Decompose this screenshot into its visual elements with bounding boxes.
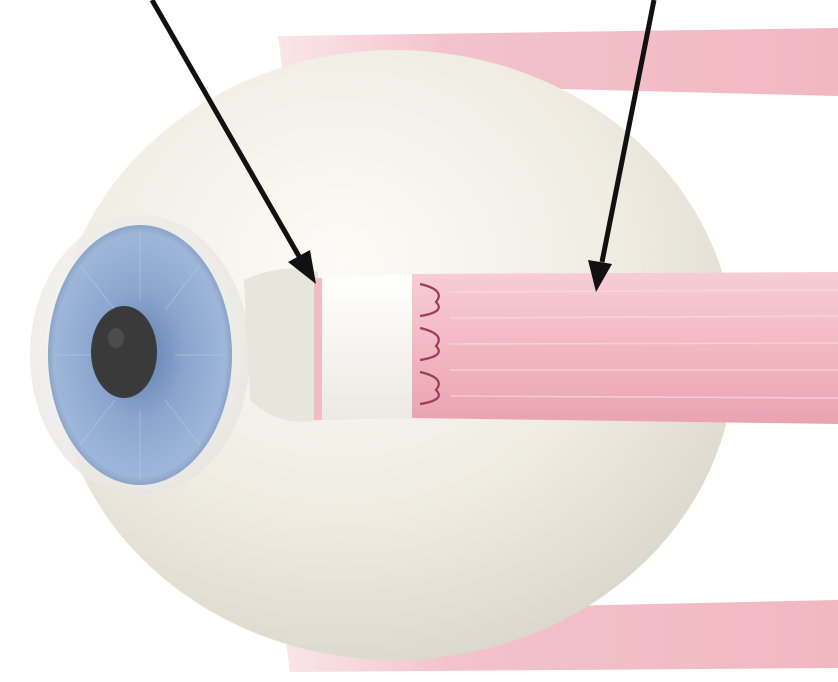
insertion-shadow (244, 268, 318, 421)
insertion-edge (314, 278, 322, 420)
pupil (91, 306, 157, 398)
tendon-segment (318, 274, 412, 420)
pupil-highlight (108, 328, 124, 348)
lateral-rectus-muscle (412, 272, 838, 424)
